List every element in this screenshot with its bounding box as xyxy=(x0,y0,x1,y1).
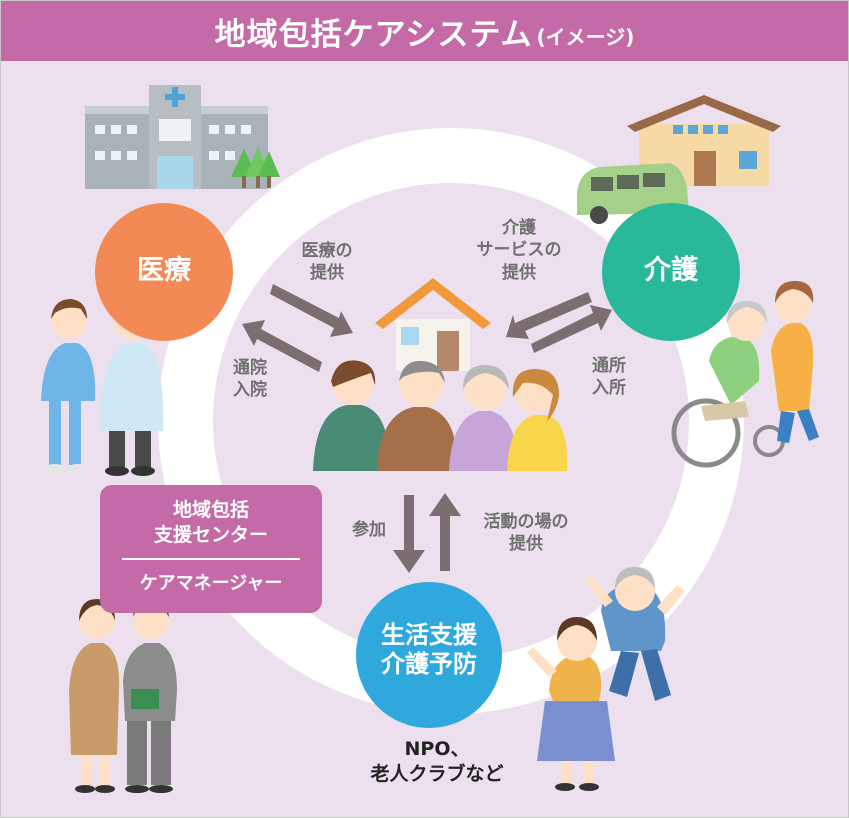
active-seniors-people xyxy=(527,567,685,791)
npo-caption: NPO、 老人クラブなど xyxy=(349,737,525,786)
flow-label-line: 提供 xyxy=(509,534,543,555)
flow-label-line: 提供 xyxy=(502,262,536,283)
flow-label-medical-to-home: 医療の 提供 xyxy=(277,240,377,285)
wheelchair-caregiver-people xyxy=(671,281,819,468)
flow-label-line: 医療の xyxy=(301,241,353,261)
arrow-medical-to-home xyxy=(270,284,353,337)
flow-label-line: 通院 xyxy=(233,358,267,378)
node-medical-circle xyxy=(95,203,233,341)
flow-label-line: 提供 xyxy=(310,263,344,284)
home-icon xyxy=(375,278,491,371)
arrow-care-to-home xyxy=(506,292,592,339)
arrow-home-to-care xyxy=(531,305,612,353)
node-care-label: 介護 xyxy=(644,255,698,286)
npo-line2: 老人クラブなど xyxy=(370,762,504,785)
flow-label-life-to-home: 活動の場の 提供 xyxy=(461,511,591,556)
support-center-divider xyxy=(122,558,300,561)
title-bar: 地域包括ケアシステム (イメージ) xyxy=(1,1,848,61)
flow-label-line: 通所 xyxy=(592,356,626,376)
node-life-support-label: 生活支援 介護予防 xyxy=(356,621,502,680)
node-life-support-circle xyxy=(356,582,502,728)
family-people xyxy=(313,360,568,471)
flow-arrows xyxy=(242,284,612,573)
npo-line1: NPO、 xyxy=(404,738,470,760)
flow-label-home-to-medical: 通院 入院 xyxy=(215,357,285,402)
node-life-support-line1: 生活支援 xyxy=(381,621,477,649)
node-life-support-line2: 介護予防 xyxy=(381,650,477,679)
arrow-life-to-home xyxy=(429,493,461,571)
node-medical-label: 医療 xyxy=(137,255,191,286)
flow-label-line: 入所 xyxy=(592,378,626,399)
support-center-title: 地域包括 支援センター xyxy=(100,485,322,548)
office-workers-people xyxy=(69,599,177,793)
flow-label-home-to-care: 通所 入所 xyxy=(574,355,644,400)
flow-label-home-to-life: 参加 xyxy=(352,520,386,540)
page-subtitle: (イメージ) xyxy=(536,24,635,49)
support-center-line2: 支援センター xyxy=(153,524,268,547)
arrow-home-to-life xyxy=(393,495,425,573)
care-facility-icon xyxy=(627,95,781,186)
node-care-circle xyxy=(602,203,740,341)
flow-label-line: 活動の場の xyxy=(483,512,569,532)
flow-label-line: 入院 xyxy=(233,380,267,401)
flow-label-care-to-home: 介護 サービスの 提供 xyxy=(459,217,579,284)
page-title: 地域包括ケアシステム xyxy=(214,16,533,53)
van-icon xyxy=(577,163,689,224)
hospital-icon xyxy=(85,85,280,189)
flow-label-line: サービスの xyxy=(476,240,562,261)
flow-label-line: 介護 xyxy=(502,218,536,238)
support-center-line1: 地域包括 xyxy=(172,499,249,521)
care-manager-label: ケアマネージャー xyxy=(139,573,283,595)
arrow-home-to-medical xyxy=(242,320,322,372)
support-center-box: 地域包括 支援センター ケアマネージャー xyxy=(100,485,322,613)
